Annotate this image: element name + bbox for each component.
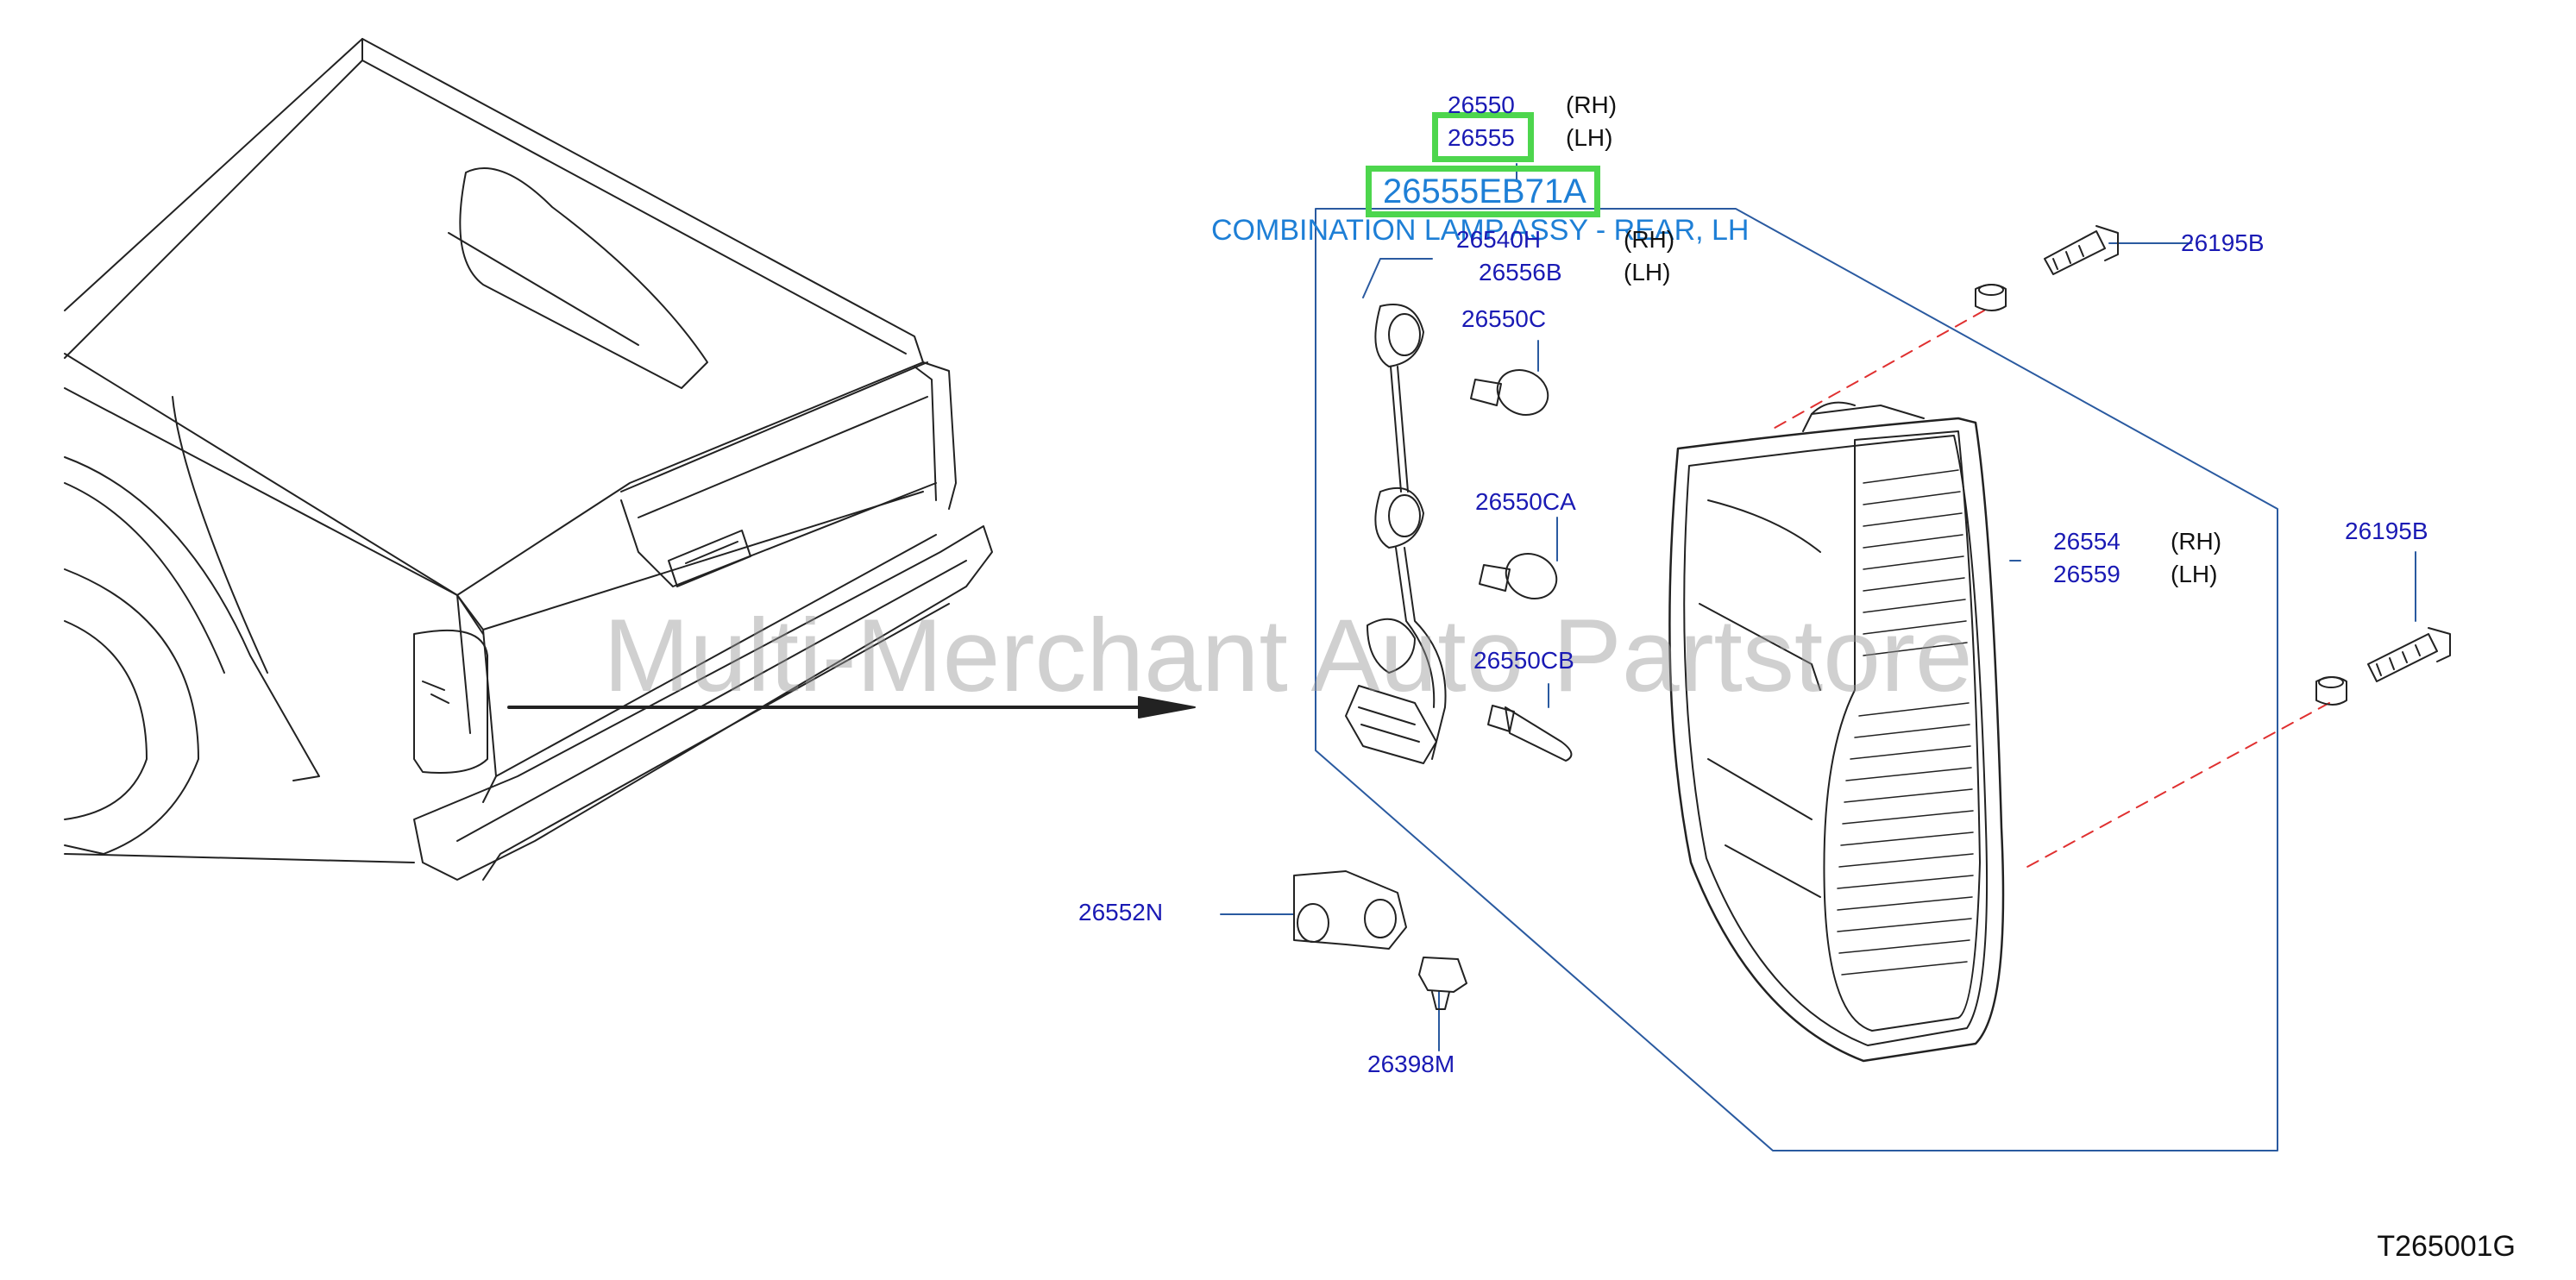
highlight-box-selected: [1366, 166, 1600, 217]
part-label-26556b[interactable]: 26556B: [1479, 259, 1562, 285]
selected-part-number[interactable]: 26555EB71A: [1383, 173, 1586, 210]
side-label-rh: (RH): [1566, 91, 1618, 118]
side-label-rh: (RH): [2171, 528, 2222, 555]
part-label-26554[interactable]: 26554: [2053, 528, 2120, 555]
part-label-26195b-right[interactable]: 26195B: [2345, 518, 2428, 544]
selected-part-description: COMBINATION LAMP ASSY - REAR, LH: [1211, 214, 1750, 247]
side-label-lh: (LH): [1566, 124, 1613, 151]
part-label-26550[interactable]: 26550: [1448, 91, 1515, 118]
part-label-26555[interactable]: 26555: [1448, 124, 1515, 151]
side-label-lh: (LH): [2171, 561, 2218, 587]
part-label-26550cb[interactable]: 26550CB: [1473, 647, 1574, 674]
part-label-26559[interactable]: 26559: [2053, 561, 2120, 587]
part-label-26552n[interactable]: 26552N: [1078, 899, 1164, 925]
part-label-26550c[interactable]: 26550C: [1461, 305, 1547, 332]
watermark: Multi-Merchant Auto Partstore: [603, 598, 1973, 713]
figure-code: T265001G: [2377, 1230, 2516, 1263]
part-label-26398m[interactable]: 26398M: [1367, 1051, 1455, 1077]
part-label-26195b-top[interactable]: 26195B: [2181, 229, 2265, 256]
part-label-26550ca[interactable]: 26550CA: [1475, 488, 1576, 515]
truck-bed-illustration: [64, 38, 993, 881]
highlight-box-26555: [1432, 112, 1534, 162]
part-label-26540h[interactable]: 26540H: [1456, 226, 1542, 253]
side-label-rh: (RH): [1624, 226, 1675, 253]
side-label-lh: (LH): [1624, 259, 1671, 285]
